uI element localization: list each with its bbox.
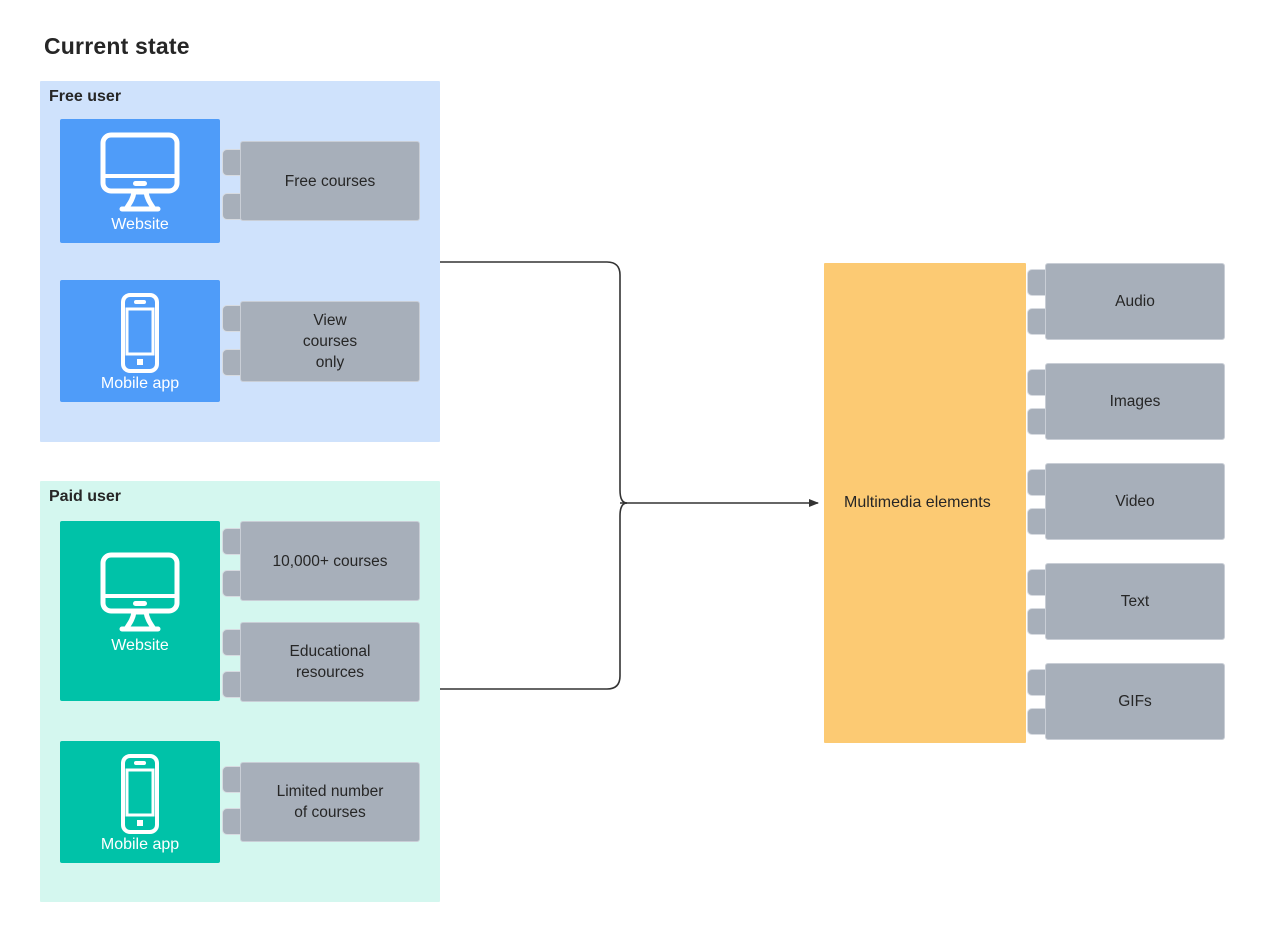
mobile-phone-icon bbox=[112, 292, 168, 379]
note-box-view-courses-only[interactable]: View courses only bbox=[240, 301, 420, 382]
note-box-educational-resources[interactable]: Educational resources bbox=[240, 622, 420, 702]
note-line-1: Educational bbox=[289, 643, 371, 660]
note-line-1: Limited number bbox=[276, 783, 384, 800]
device-tile-free-website[interactable]: Website bbox=[60, 119, 220, 243]
note-line-3: only bbox=[315, 354, 345, 371]
hub-box-multimedia-elements[interactable]: Multimedia elements bbox=[824, 263, 1026, 743]
note-box-text[interactable]: Text bbox=[1045, 563, 1225, 640]
note-line-2: courses bbox=[302, 333, 358, 350]
group-title-free-user: Free user bbox=[49, 88, 122, 105]
desktop-monitor-icon bbox=[94, 551, 186, 638]
note-box-limited-number-of-courses[interactable]: Limited number of courses bbox=[240, 762, 420, 842]
device-tile-paid-mobile[interactable]: Mobile app bbox=[60, 741, 220, 863]
device-label-free-mobile: Mobile app bbox=[100, 375, 180, 392]
note-box-audio[interactable]: Audio bbox=[1045, 263, 1225, 340]
note-box-free-courses[interactable]: Free courses bbox=[240, 141, 420, 221]
note-line-2: resources bbox=[295, 664, 365, 681]
note-box-images[interactable]: Images bbox=[1045, 363, 1225, 440]
device-tile-paid-website[interactable]: Website bbox=[60, 521, 220, 701]
device-tile-free-mobile[interactable]: Mobile app bbox=[60, 280, 220, 402]
mobile-phone-icon bbox=[112, 753, 168, 840]
note-box-video[interactable]: Video bbox=[1045, 463, 1225, 540]
note-line-1: View bbox=[313, 312, 347, 329]
device-label-paid-mobile: Mobile app bbox=[100, 836, 180, 853]
device-label-free-website: Website bbox=[111, 216, 169, 233]
page-title: Current state bbox=[44, 33, 190, 59]
hub-label: Multimedia elements bbox=[844, 494, 991, 511]
note-box-gifs[interactable]: GIFs bbox=[1045, 663, 1225, 740]
desktop-monitor-icon bbox=[94, 131, 186, 218]
note-line-2: of courses bbox=[294, 804, 366, 821]
note-box-10000-courses[interactable]: 10,000+ courses bbox=[240, 521, 420, 601]
group-title-paid-user: Paid user bbox=[49, 488, 122, 505]
device-label-paid-website: Website bbox=[111, 637, 169, 654]
